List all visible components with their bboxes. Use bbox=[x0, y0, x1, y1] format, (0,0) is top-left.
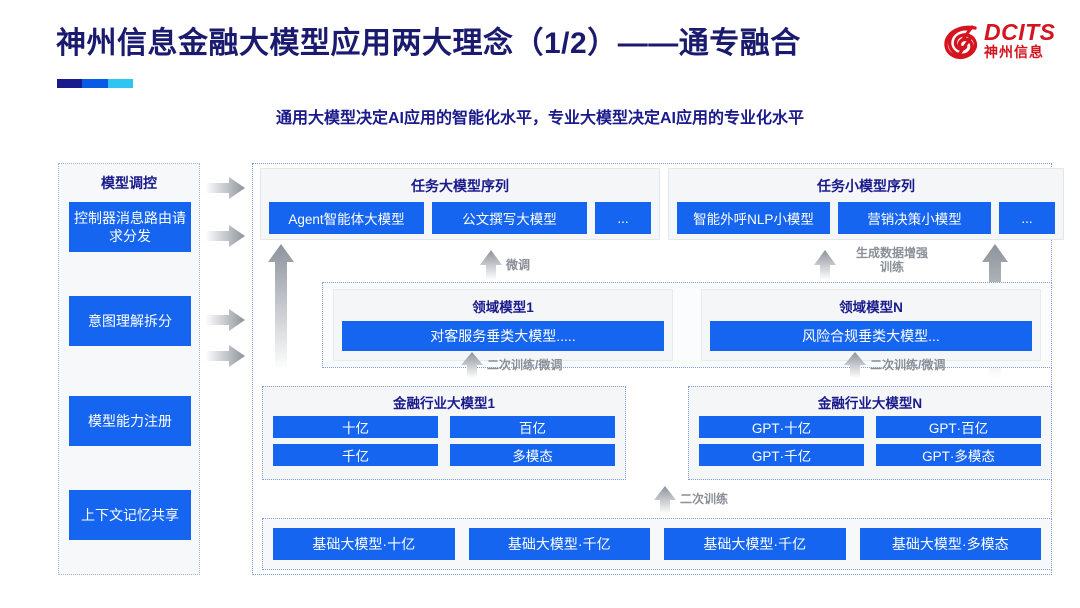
industry-model-n: 金融行业大模型N GPT·十亿 GPT·百亿 GPT·千亿 GPT·多模态 bbox=[688, 386, 1052, 480]
industry-model-n-title: 金融行业大模型N bbox=[817, 396, 923, 411]
domain-model-n-title: 领域模型N bbox=[839, 300, 903, 315]
logo-brand-name-cn: 神州信息 bbox=[984, 44, 1044, 60]
page-title: 神州信息金融大模型应用两大理念（1/2）——通专融合 bbox=[56, 27, 801, 60]
arrow-label-retrain-finetune-right: 二次训练/微调 bbox=[870, 358, 946, 372]
arrow-label-data-augment: 生成数据增强 训练 bbox=[842, 246, 942, 274]
industry-1-chip-shiyi[interactable]: 十亿 bbox=[273, 416, 438, 438]
base-model-chip-qianyi-2[interactable]: 基础大模型·千亿 bbox=[664, 528, 846, 560]
title-bar-segment-cyan bbox=[107, 79, 133, 88]
arrow-up-icon-retrain-finetune-right bbox=[844, 352, 866, 378]
dcits-logo: DCITS 神州信息 bbox=[942, 18, 1064, 68]
model-control-column: 模型调控 控制器消息路由请求分发 意图理解拆分 模型能力注册 上下文记忆共享 bbox=[58, 163, 200, 575]
industry-model-band: 金融行业大模型1 十亿 百亿 千亿 多模态 金融行业大模型N GPT·十亿 GP… bbox=[262, 386, 1052, 480]
arrow-right-icon-2 bbox=[205, 225, 245, 247]
base-model-chip-shiyi[interactable]: 基础大模型·十亿 bbox=[273, 528, 455, 560]
task-small-model-title: 任务小模型序列 bbox=[817, 178, 915, 194]
domain-model-n: 领域模型N 风险合规垂类大模型... bbox=[701, 289, 1041, 361]
control-item-router[interactable]: 控制器消息路由请求分发 bbox=[69, 202, 191, 252]
title-underline-bar bbox=[57, 79, 133, 88]
arrow-label-finetune: 微调 bbox=[506, 258, 531, 272]
industry-n-chip-gpt-shiyi[interactable]: GPT·十亿 bbox=[699, 416, 864, 438]
task-chip-agent[interactable]: Agent智能体大模型 bbox=[269, 202, 424, 234]
industry-1-chip-qianyi[interactable]: 千亿 bbox=[273, 444, 438, 466]
arrow-up-icon-retrain bbox=[654, 486, 676, 514]
title-bar-segment-blue bbox=[82, 79, 108, 88]
domain-model-1: 领域模型1 对客服务垂类大模型..... bbox=[333, 289, 673, 361]
industry-n-chip-gpt-qianyi[interactable]: GPT·千亿 bbox=[699, 444, 864, 466]
task-chip-marketing[interactable]: 营销决策小模型 bbox=[838, 202, 991, 234]
arrow-label-data-augment-line2: 训练 bbox=[879, 260, 904, 274]
industry-n-chip-gpt-baiyi[interactable]: GPT·百亿 bbox=[876, 416, 1041, 438]
industry-n-chip-gpt-multimodal[interactable]: GPT·多模态 bbox=[876, 444, 1041, 466]
task-chip-document[interactable]: 公文撰写大模型 bbox=[432, 202, 587, 234]
arrow-up-icon-tall-left bbox=[268, 244, 294, 370]
domain-model-band: 领域模型1 对客服务垂类大模型..... 领域模型N 风险合规垂类大模型... bbox=[322, 282, 1052, 368]
logo-text-group: DCITS 神州信息 bbox=[984, 20, 1056, 60]
arrow-label-data-augment-line1: 生成数据增强 bbox=[855, 246, 928, 260]
task-big-model-title: 任务大模型序列 bbox=[411, 178, 509, 194]
task-chip-more-small[interactable]: ... bbox=[999, 202, 1055, 234]
industry-model-1-title: 金融行业大模型1 bbox=[392, 396, 495, 411]
domain-model-1-title: 领域模型1 bbox=[472, 300, 534, 315]
architecture-container bbox=[252, 163, 1052, 575]
base-model-chip-qianyi-1[interactable]: 基础大模型·千亿 bbox=[468, 528, 650, 560]
task-chip-more[interactable]: ... bbox=[595, 202, 651, 234]
arrow-up-icon-retrain-finetune-left bbox=[461, 352, 483, 378]
control-item-capability-register[interactable]: 模型能力注册 bbox=[69, 396, 191, 446]
arrow-label-retrain-finetune-left: 二次训练/微调 bbox=[487, 358, 563, 372]
task-big-model-panel: 任务大模型序列 Agent智能体大模型 公文撰写大模型 ... bbox=[260, 168, 660, 240]
industry-1-chip-multimodal[interactable]: 多模态 bbox=[450, 444, 615, 466]
control-item-context-memory[interactable]: 上下文记忆共享 bbox=[69, 490, 191, 540]
task-chip-nlp-outbound[interactable]: 智能外呼NLP小模型 bbox=[677, 202, 830, 234]
domain-model-n-chip[interactable]: 风险合规垂类大模型... bbox=[710, 321, 1032, 351]
industry-model-1: 金融行业大模型1 十亿 百亿 千亿 多模态 bbox=[262, 386, 626, 480]
logo-brand-name: DCITS bbox=[984, 19, 1056, 45]
dcits-swirl-icon bbox=[944, 25, 978, 60]
arrow-label-retrain: 二次训练 bbox=[680, 492, 729, 506]
domain-model-1-chip[interactable]: 对客服务垂类大模型..... bbox=[342, 321, 664, 351]
arrow-up-icon-finetune bbox=[480, 250, 502, 280]
task-small-model-chip-row: 智能外呼NLP小模型 营销决策小模型 ... bbox=[669, 196, 1063, 242]
page-subtitle: 通用大模型决定AI应用的智能化水平，专业大模型决定AI应用的专业化水平 bbox=[275, 110, 804, 127]
industry-1-chip-baiyi[interactable]: 百亿 bbox=[450, 416, 615, 438]
industry-model-1-grid: 十亿 百亿 千亿 多模态 bbox=[263, 412, 625, 472]
arrow-right-icon-1 bbox=[205, 177, 245, 199]
task-big-model-chip-row: Agent智能体大模型 公文撰写大模型 ... bbox=[261, 196, 659, 242]
industry-model-n-grid: GPT·十亿 GPT·百亿 GPT·千亿 GPT·多模态 bbox=[689, 412, 1051, 472]
title-bar-segment-navy bbox=[57, 79, 83, 88]
arrow-right-icon-3 bbox=[205, 309, 245, 331]
control-item-intent[interactable]: 意图理解拆分 bbox=[69, 296, 191, 346]
base-model-band: 基础大模型·十亿 基础大模型·千亿 基础大模型·千亿 基础大模型·多模态 bbox=[262, 518, 1052, 570]
base-model-chip-multimodal[interactable]: 基础大模型·多模态 bbox=[859, 528, 1041, 560]
task-small-model-panel: 任务小模型序列 智能外呼NLP小模型 营销决策小模型 ... bbox=[668, 168, 1064, 240]
arrow-right-icon-4 bbox=[205, 345, 245, 367]
model-control-title: 模型调控 bbox=[101, 175, 157, 191]
arrow-up-icon-data-augment bbox=[814, 250, 836, 280]
